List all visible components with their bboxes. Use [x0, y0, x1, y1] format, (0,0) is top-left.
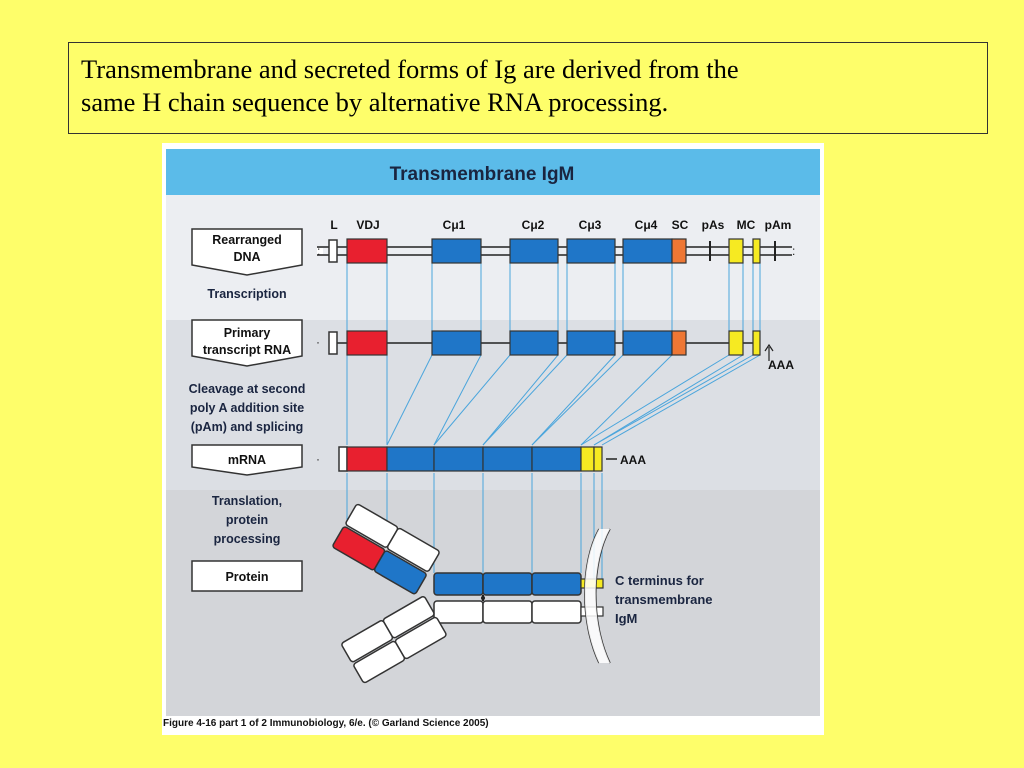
stage-dna-line2: DNA: [233, 250, 260, 264]
dna-exon-C2: [509, 238, 559, 264]
stage-box-protein: [191, 560, 303, 592]
caption-line-1: Transmembrane and secreted forms of Ig a…: [81, 54, 739, 84]
dna-exon-MC2: [752, 238, 761, 264]
primary-transcript-row: ·: [316, 330, 774, 361]
label-SC: SC: [672, 218, 689, 232]
step-cleavage-line1: Cleavage at second: [189, 382, 306, 396]
step-transcription: Transcription: [207, 287, 286, 301]
dna-exon-MC1: [728, 238, 744, 264]
igm-protein: [332, 503, 611, 684]
step-translation-line2: protein: [226, 513, 268, 527]
figure-canvas: Transmembrane IgM L VDJ Cμ1 Cμ2 Cμ3 Cμ4 …: [162, 143, 824, 735]
header-band: [166, 149, 820, 195]
stage-primary-line1: Primary: [224, 326, 271, 340]
svg-text:·: ·: [316, 452, 320, 466]
dna-exon-VDJ: [346, 238, 388, 264]
dna-row: : :: [317, 238, 795, 264]
step-translation-line1: Translation,: [212, 494, 282, 508]
label-C3: Cμ3: [579, 218, 602, 232]
step-translation-line3: processing: [214, 532, 281, 546]
figure-title: Transmembrane IgM: [390, 164, 575, 185]
stage-box-mrna: [191, 444, 303, 476]
caption-box: Transmembrane and secreted forms of Ig a…: [68, 42, 988, 134]
label-pAs: pAs: [702, 218, 725, 232]
guide-lines: [346, 263, 761, 583]
stage-dna-line1: Rearranged: [212, 233, 281, 247]
stage-primary-line2: transcript RNA: [203, 343, 291, 357]
dna-exon-C4: [622, 238, 673, 264]
dna-exon-C1: [431, 238, 482, 264]
mrna-row: ·: [316, 446, 617, 472]
svg-text::: :: [792, 244, 795, 258]
c-terminus-line1: C terminus for: [615, 573, 704, 588]
dna-exon-C3: [566, 238, 616, 264]
stage-mrna-label: mRNA: [228, 453, 266, 467]
c-terminus-line2: transmembrane: [615, 592, 713, 607]
stage-box-primary: [191, 319, 303, 367]
label-VDJ: VDJ: [356, 218, 379, 232]
label-L: L: [330, 218, 337, 232]
mrna-polyA: AAA: [620, 453, 646, 467]
label-C4: Cμ4: [635, 218, 658, 232]
segment-labels: L VDJ Cμ1 Cμ2 Cμ3 Cμ4 SC pAs MC pAm: [330, 218, 791, 232]
label-C1: Cμ1: [443, 218, 466, 232]
svg-text::: :: [317, 244, 320, 258]
step-cleavage-line2: poly A addition site: [190, 401, 304, 415]
dna-exon-L: [328, 239, 338, 263]
primary-polyA: AAA: [768, 358, 794, 372]
svg-text:·: ·: [316, 335, 320, 349]
figure-credit: Figure 4-16 part 1 of 2 Immunobiology, 6…: [163, 718, 489, 729]
transmembrane-igm-figure: Transmembrane IgM L VDJ Cμ1 Cμ2 Cμ3 Cμ4 …: [162, 143, 824, 735]
dna-exon-SC: [671, 238, 687, 264]
label-MC: MC: [737, 218, 756, 232]
c-terminus-line3: IgM: [615, 611, 637, 626]
stage-protein-label: Protein: [225, 570, 268, 584]
step-cleavage-line3: (pAm) and splicing: [191, 420, 304, 434]
label-pAm: pAm: [765, 218, 792, 232]
caption-line-2: same H chain sequence by alternative RNA…: [81, 87, 669, 117]
stage-box-dna: [191, 228, 303, 276]
stage-boxes: [191, 228, 303, 592]
label-C2: Cμ2: [522, 218, 545, 232]
